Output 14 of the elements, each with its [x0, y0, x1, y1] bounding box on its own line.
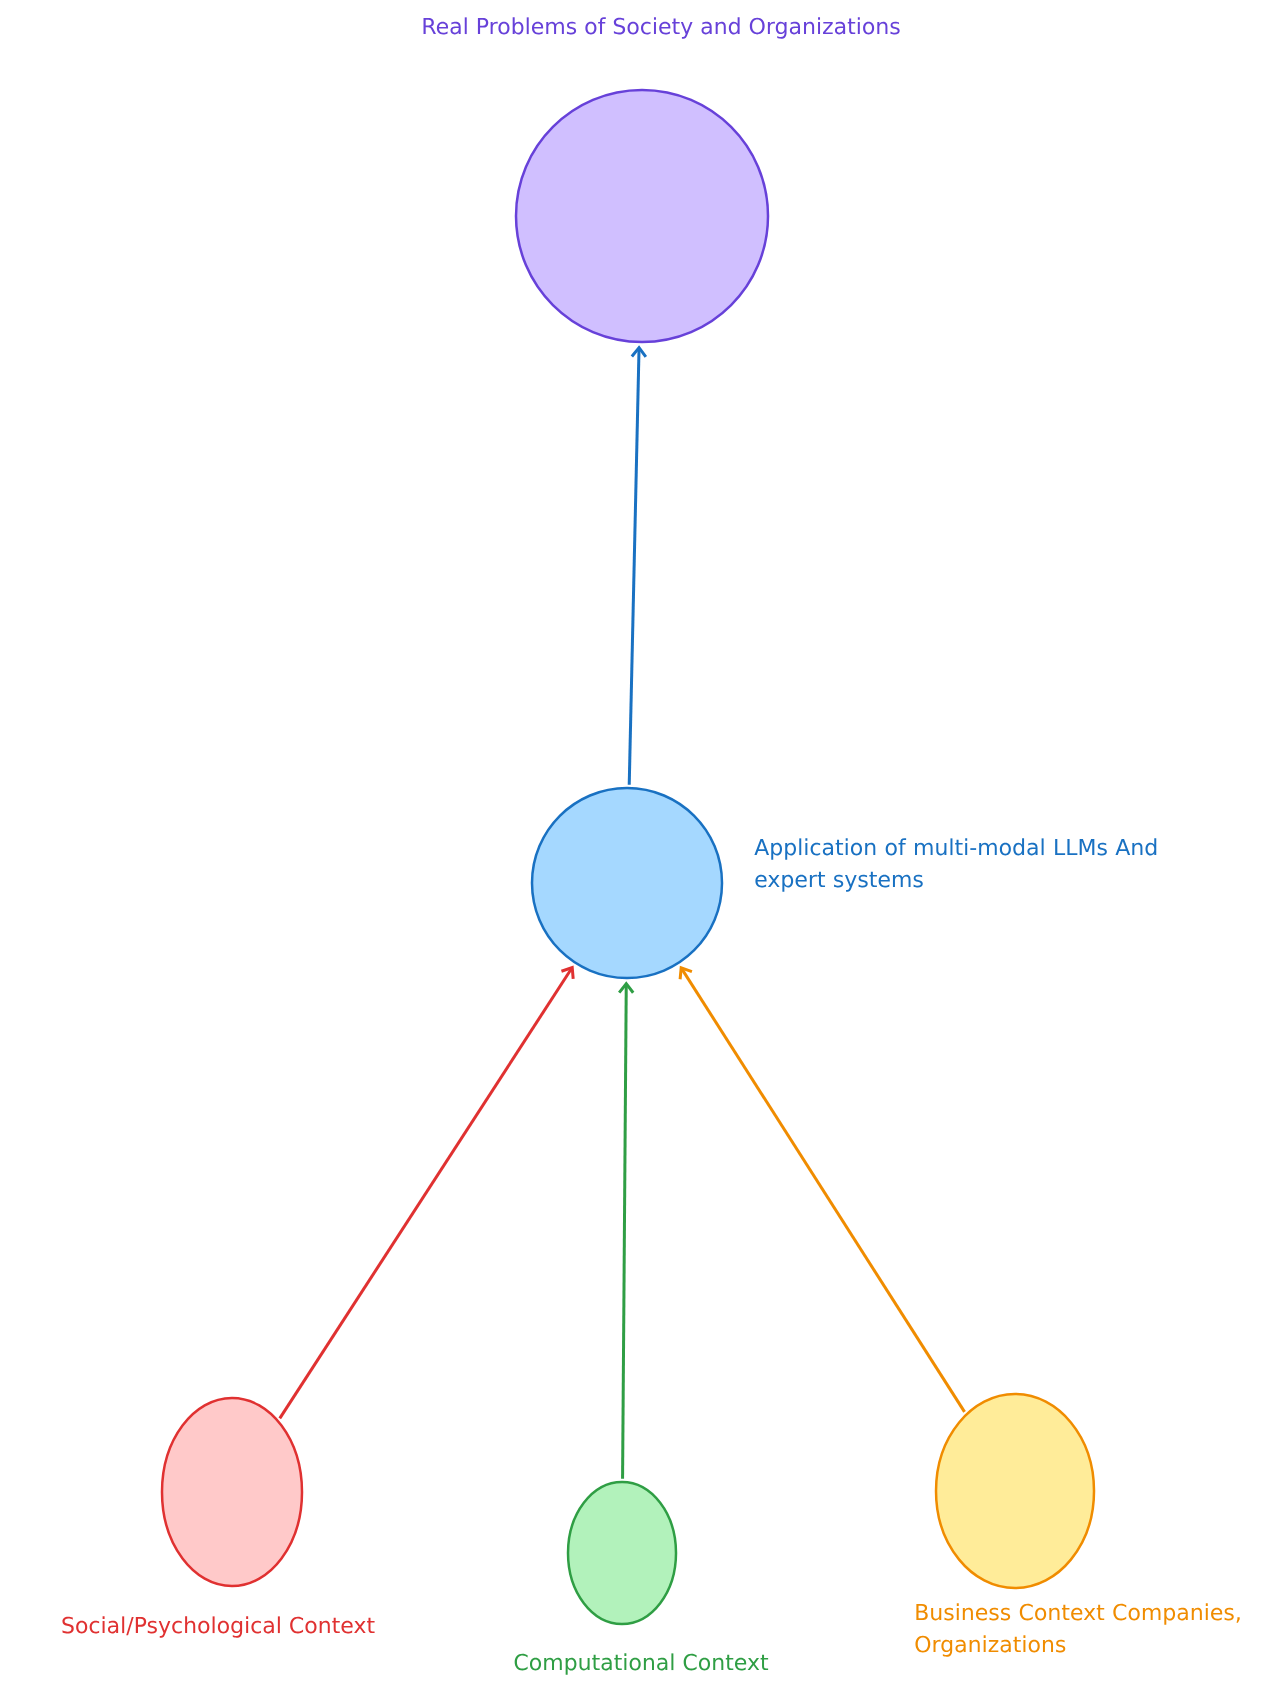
node-label: Computational Context	[514, 1653, 769, 1675]
arrow	[278, 965, 575, 1420]
arrow	[618, 981, 635, 1479]
circle-node	[160, 1396, 304, 1588]
arrow	[627, 345, 648, 785]
arrow	[678, 965, 966, 1413]
circle-node	[514, 88, 770, 344]
node-label: Social/Psychological Context	[62, 1616, 375, 1638]
circle-node	[934, 1392, 1096, 1590]
node-label: Real Problems of Society and Organizations	[423, 17, 900, 39]
circle-node	[566, 1480, 678, 1626]
node-label: Business Context Companies, Organizations	[915, 1603, 1240, 1657]
node-label: Application of multi-modal LLMs And expert systems	[754, 838, 1157, 892]
circle-node	[530, 786, 724, 980]
